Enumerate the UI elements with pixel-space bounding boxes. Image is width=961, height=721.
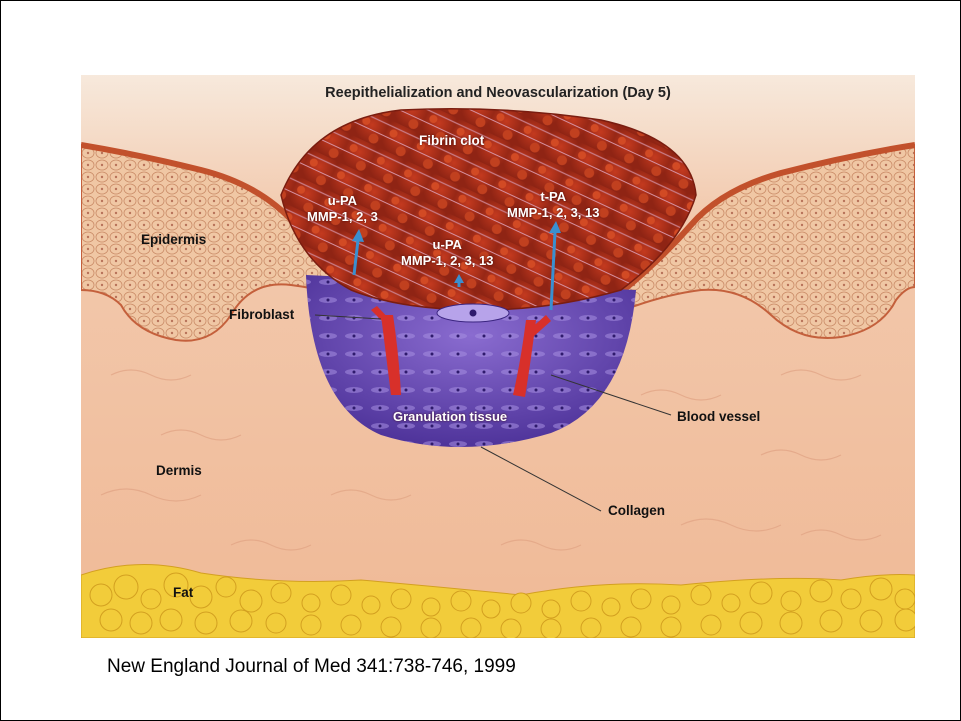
enzyme-left-line2: MMP-1, 2, 3	[307, 209, 378, 225]
dermis-label: Dermis	[156, 463, 202, 478]
enzyme-right-line1: t-PA	[507, 189, 599, 205]
fibrin-clot-label: Fibrin clot	[419, 133, 484, 149]
collagen-label: Collagen	[608, 503, 665, 518]
enzyme-center-line2: MMP-1, 2, 3, 13	[401, 253, 493, 269]
enzyme-label-left: u-PA MMP-1, 2, 3	[307, 193, 378, 225]
enzyme-label-right: t-PA MMP-1, 2, 3, 13	[507, 189, 599, 221]
wound-diagram	[81, 75, 915, 638]
citation-text: New England Journal of Med 341:738-746, …	[107, 656, 516, 678]
granulation-tissue-label: Granulation tissue	[393, 409, 507, 425]
blood-vessel-label: Blood vessel	[677, 409, 760, 424]
epidermis-label: Epidermis	[141, 232, 206, 247]
fat-label: Fat	[173, 585, 193, 600]
enzyme-left-line1: u-PA	[307, 193, 378, 209]
enzyme-label-center: u-PA MMP-1, 2, 3, 13	[401, 237, 493, 269]
figure-title: Reepithelialization and Neovascularizati…	[81, 85, 915, 101]
enzyme-right-line2: MMP-1, 2, 3, 13	[507, 205, 599, 221]
enzyme-center-line1: u-PA	[401, 237, 493, 253]
wound-healing-illustration: Reepithelialization and Neovascularizati…	[81, 75, 915, 638]
fibroblast-label: Fibroblast	[229, 307, 294, 322]
